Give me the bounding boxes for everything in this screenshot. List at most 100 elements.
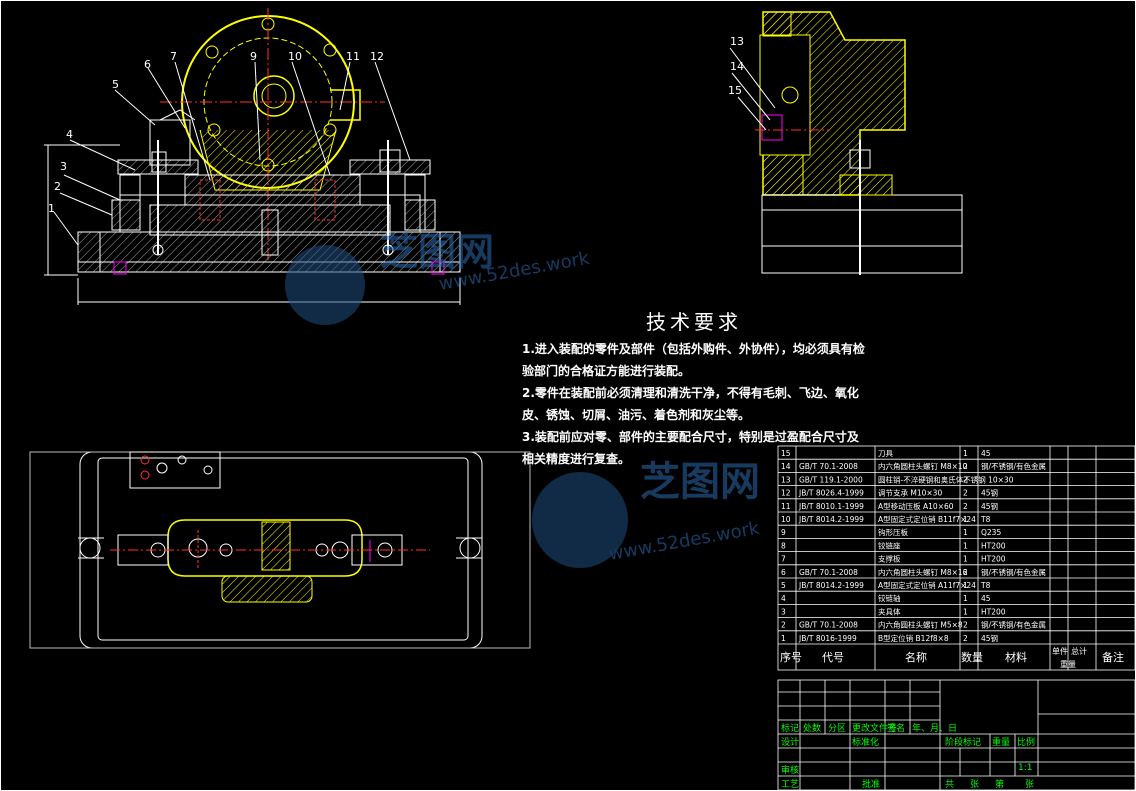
watermark-brand-2: 芝图网 bbox=[640, 459, 760, 505]
bom-header-5: 备注 bbox=[1102, 650, 1124, 664]
bom-cell-qty: 2 bbox=[963, 568, 968, 577]
balloon-5: 5 bbox=[112, 78, 119, 91]
tb-date: 年、月、日 bbox=[912, 722, 957, 734]
bom-cell-qty: 1 bbox=[963, 515, 968, 524]
bom-cell-material: Q235 bbox=[981, 528, 1001, 537]
tech-requirements-title: 技术要求 bbox=[646, 310, 742, 334]
watermark-brand: 芝图网 bbox=[380, 230, 494, 274]
bom-cell-name: A型固定式定位销 B11f7×24 bbox=[878, 514, 976, 524]
tb-design: 设计 bbox=[781, 736, 799, 748]
bom-header-single: 单件 bbox=[1052, 646, 1068, 656]
tb-approve: 批准 bbox=[862, 778, 880, 790]
top-view-clamp bbox=[167, 519, 363, 577]
bom-cell-no: 10 bbox=[781, 515, 791, 524]
tb-stage-mark: 阶段标记 bbox=[945, 736, 981, 748]
side-view bbox=[729, 11, 963, 275]
bom-cell-material: 45 bbox=[981, 594, 991, 603]
bom-cell-material: HT200 bbox=[981, 607, 1006, 616]
tech-line-3: 3.装配前应对零、部件的主要配合尺寸，特别是过盈配合尺寸及相关精度进行复查。 bbox=[522, 430, 859, 466]
bom-cell-name: 内六角圆柱头螺钉 M5×8 bbox=[878, 620, 963, 630]
bom-cell-no: 1 bbox=[781, 634, 786, 643]
balloon-7: 7 bbox=[170, 50, 177, 63]
bom-cell-no: 13 bbox=[781, 475, 791, 484]
bom-cell-no: 14 bbox=[781, 462, 791, 471]
tech-line-1: 1.进入装配的零件及部件（包括外购件、外协件），均必须具有检验部门的合格证方能进… bbox=[522, 342, 865, 378]
bom-cell-code: GB/T 70.1-2008 bbox=[799, 462, 858, 471]
bom-header-4: 材料 bbox=[1005, 650, 1027, 664]
bom-cell-material: 钢/不锈钢/有色金属 bbox=[981, 567, 1046, 577]
bom-cell-material: HT200 bbox=[981, 555, 1006, 564]
bom-cell-material: 45 bbox=[981, 449, 991, 458]
bom-cell-code: JB/T 8014.2-1999 bbox=[798, 515, 864, 524]
bom-header-0: 序号 bbox=[780, 650, 802, 664]
watermark-2: 芝图网 www.52des.work bbox=[532, 459, 761, 568]
bom-cell-material: 钢/不锈钢/有色金属 bbox=[981, 620, 1046, 630]
bom-cell-name: A型固定式定位销 A11f7×24 bbox=[878, 580, 976, 590]
bom-cell-name: 铰链轴 bbox=[878, 593, 901, 603]
bom-cell-qty: 1 bbox=[963, 594, 968, 603]
tb-count: 处数 bbox=[803, 722, 821, 734]
bom-cell-qty: 2 bbox=[963, 621, 968, 630]
balloon-3: 3 bbox=[60, 160, 67, 173]
tb-change-doc: 更改文件号 bbox=[852, 722, 897, 734]
bom-cell-code: GB/T 119.1-2000 bbox=[799, 475, 863, 484]
bom-cell-name: 内六角圆柱头螺钉 M8×16 bbox=[878, 567, 968, 577]
bom-cell-qty: 2 bbox=[963, 475, 968, 484]
bom-cell-no: 11 bbox=[781, 502, 791, 511]
title-block bbox=[777, 679, 1136, 791]
balloon-2: 2 bbox=[54, 180, 61, 193]
workpiece-bore bbox=[253, 75, 295, 117]
bom-cell-name: 夹具体 bbox=[878, 606, 901, 616]
tb-scale: 比例 bbox=[1017, 736, 1035, 748]
bom-cell-name: B型定位销 B12f8×8 bbox=[878, 633, 949, 643]
balloon-4: 4 bbox=[66, 128, 73, 141]
tb-signature: 签名 bbox=[887, 722, 905, 734]
bom-cell-code: GB/T 70.1-2008 bbox=[799, 621, 858, 630]
bom-cell-qty: 2 bbox=[963, 462, 968, 471]
bom-cell-no: 4 bbox=[781, 594, 786, 603]
tech-line-2: 2.零件在装配前必须清理和清洗干净，不得有毛刺、飞边、氧化皮、锈蚀、切屑、油污、… bbox=[522, 386, 859, 422]
bom-cell-code: GB/T 70.1-2008 bbox=[799, 568, 858, 577]
balloon-10: 10 bbox=[288, 50, 302, 63]
bom-cell-material: HT200 bbox=[981, 541, 1006, 550]
front-view bbox=[44, 8, 461, 305]
balloon-6: 6 bbox=[144, 58, 151, 71]
balloon-13: 13 bbox=[730, 35, 744, 48]
bom-cell-qty: 1 bbox=[963, 528, 968, 537]
balloon-11: 11 bbox=[346, 50, 360, 63]
bom-cell-qty: 2 bbox=[963, 634, 968, 643]
bom-cell-qty: 1 bbox=[963, 449, 968, 458]
tb-weight: 重量 bbox=[992, 736, 1010, 748]
bom-cell-no: 3 bbox=[781, 607, 786, 616]
tb-sheet-no: 第 bbox=[995, 778, 1004, 790]
bom-cell-no: 15 bbox=[781, 449, 791, 458]
tb-scale-value: 1:1 bbox=[1018, 763, 1032, 773]
tech-requirements-body: 1.进入装配的零件及部件（包括外购件、外协件），均必须具有检验部门的合格证方能进… bbox=[522, 338, 867, 470]
bom-header-1: 代号 bbox=[822, 651, 844, 664]
bom-cell-no: 6 bbox=[781, 568, 786, 577]
bom-cell-material: 45钢 bbox=[981, 501, 998, 511]
bom-cell-material: 45钢 bbox=[981, 633, 998, 643]
bom-cell-code: JB/T 8026.4-1999 bbox=[798, 489, 864, 498]
tb-sheets-total: 共 bbox=[945, 779, 954, 790]
bom-cell-name: 刀具 bbox=[878, 449, 893, 458]
balloon-1: 1 bbox=[48, 202, 55, 215]
bom-table bbox=[777, 445, 1136, 671]
tb-marks: 标记 bbox=[781, 722, 799, 734]
bom-cell-no: 12 bbox=[781, 489, 791, 498]
tb-review: 审核 bbox=[781, 764, 799, 776]
top-view bbox=[29, 451, 531, 649]
bom-cell-material: T8 bbox=[980, 581, 991, 590]
balloon-9: 9 bbox=[250, 50, 257, 63]
balloon-14: 14 bbox=[730, 60, 744, 73]
bom-cell-name: A型移动压板 A10×60 bbox=[878, 501, 954, 511]
fixture-base bbox=[77, 231, 461, 273]
bom-cell-name: 内六角圆柱头螺钉 M8×10 bbox=[878, 461, 968, 471]
bom-header-2: 名称 bbox=[905, 650, 927, 664]
bom-cell-code: JB/T 8014.2-1999 bbox=[798, 581, 864, 590]
bom-cell-name: 铰链座 bbox=[878, 540, 901, 550]
bom-cell-material: 钢/不锈钢/有色金属 bbox=[981, 461, 1046, 471]
bom-cell-no: 8 bbox=[781, 541, 786, 550]
bom-cell-material: T8 bbox=[980, 515, 991, 524]
